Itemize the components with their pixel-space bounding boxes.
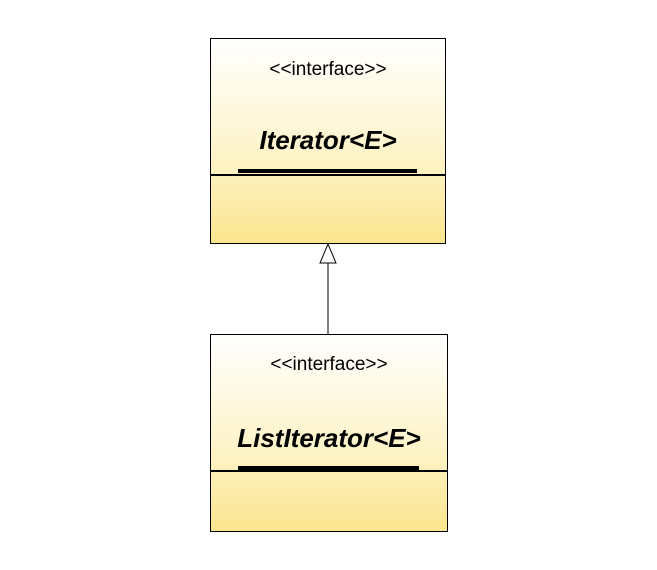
- iterator-stereotype: <<interface>>: [269, 59, 387, 80]
- listiterator-body-compartment: [211, 472, 447, 531]
- iterator-interface-box: <<interface>> Iterator<E>: [210, 38, 446, 244]
- listiterator-stereotype: <<interface>>: [270, 354, 388, 375]
- listiterator-name-underline: [238, 466, 419, 470]
- listiterator-class-name: ListIterator<E>: [237, 423, 421, 453]
- iterator-class-name: Iterator<E>: [259, 125, 397, 155]
- listiterator-interface-box: <<interface>> ListIterator<E>: [210, 334, 448, 532]
- hollow-triangle-arrowhead: [319, 242, 337, 264]
- listiterator-header-compartment: <<interface>> ListIterator<E>: [211, 335, 447, 472]
- iterator-header-compartment: <<interface>> Iterator<E>: [211, 39, 445, 176]
- iterator-name-underline: [238, 169, 417, 173]
